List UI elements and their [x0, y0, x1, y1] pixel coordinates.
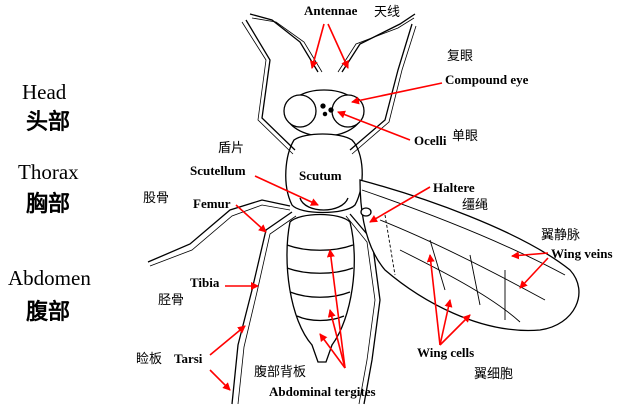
abdomen-shape	[286, 213, 355, 351]
arrow-wing-cells-2	[439, 299, 453, 346]
label-tarsi-en: Tarsi	[174, 351, 203, 366]
label-ocelli-en: Ocelli	[414, 133, 447, 148]
label-wing-veins-en: Wing veins	[551, 246, 613, 261]
arrow-femur	[235, 204, 267, 233]
scutellum-shape	[299, 197, 349, 211]
arrow-haltere	[369, 186, 431, 223]
ocellus-1	[320, 103, 326, 109]
arrow-tergite-1	[326, 249, 346, 369]
arrow-tarsi-1	[209, 325, 246, 356]
wing-shape	[359, 179, 580, 332]
label-wing-cells-zh: 翼细胞	[474, 367, 514, 382]
label-wing-cells-en: Wing cells	[417, 345, 475, 360]
hind-leg-left	[231, 211, 293, 405]
arrow-tergite-3	[319, 333, 346, 369]
label-scutum-en: Scutum	[299, 168, 342, 183]
label-tarsi-zh: 睑板	[136, 352, 163, 367]
label-femur-zh: 股骨	[143, 191, 170, 206]
compound-eye-left	[283, 94, 317, 128]
label-tibia-zh: 胫骨	[158, 293, 185, 308]
arrow-wing-cells-3	[439, 314, 471, 346]
arrow-compound-eye	[351, 82, 443, 105]
ocellus-2	[328, 107, 334, 113]
callout-arrows	[209, 23, 549, 391]
arrow-ocelli	[337, 110, 411, 141]
label-haltere-en: Haltere	[433, 180, 475, 195]
arrow-scutellum	[254, 175, 319, 206]
thorax-shape	[285, 133, 363, 214]
arrow-wing-veins	[511, 251, 549, 260]
label-abdominal-tergites-en: Abdominal tergites	[269, 384, 376, 399]
label-femur-en: Femur	[193, 196, 231, 211]
arrow-tergite-2	[327, 309, 346, 369]
front-leg-right	[349, 23, 413, 151]
region-head-zh: 头部	[26, 110, 71, 135]
label-ocelli-zh: 单眼	[452, 129, 479, 144]
label-abdominal-tergites-zh: 腹部背板	[254, 365, 307, 380]
region-head-en: Head	[22, 80, 67, 104]
label-compound-eye-zh: 复眼	[447, 49, 474, 64]
haltere-shape	[360, 207, 372, 217]
right-antenna	[341, 13, 416, 73]
arrow-tarsi-2	[209, 369, 231, 391]
label-scutellum-en: Scutellum	[190, 163, 246, 178]
right-antenna-inner	[337, 17, 415, 73]
label-antennae-en: Antennae	[304, 3, 358, 18]
region-abdomen-en: Abdomen	[8, 266, 91, 290]
arrow-antennae-right	[327, 23, 349, 69]
label-haltere-zh: 缰绳	[462, 198, 489, 213]
label-tibia-en: Tibia	[190, 275, 220, 290]
ocellus-3	[322, 111, 328, 117]
hind-leg-right	[349, 213, 381, 405]
label-wing-veins-zh: 翼静脉	[541, 228, 581, 243]
arrow-wing-cells-1	[426, 254, 441, 346]
region-abdomen-zh: 腹部	[26, 300, 71, 325]
region-thorax-en: Thorax	[18, 160, 79, 184]
arrow-antennae-left	[309, 23, 325, 69]
front-leg-left	[245, 19, 296, 151]
label-compound-eye-en: Compound eye	[445, 72, 529, 87]
fly-drawing	[147, 13, 580, 405]
arrow-wing-veins-2	[519, 257, 549, 289]
middle-leg-left	[147, 199, 291, 263]
left-antenna	[249, 13, 319, 73]
label-scutellum-zh: 盾片	[218, 141, 245, 156]
region-thorax-zh: 胸部	[26, 192, 71, 217]
label-antennae-zh: 天线	[374, 5, 401, 20]
left-antenna-inner	[251, 17, 323, 73]
